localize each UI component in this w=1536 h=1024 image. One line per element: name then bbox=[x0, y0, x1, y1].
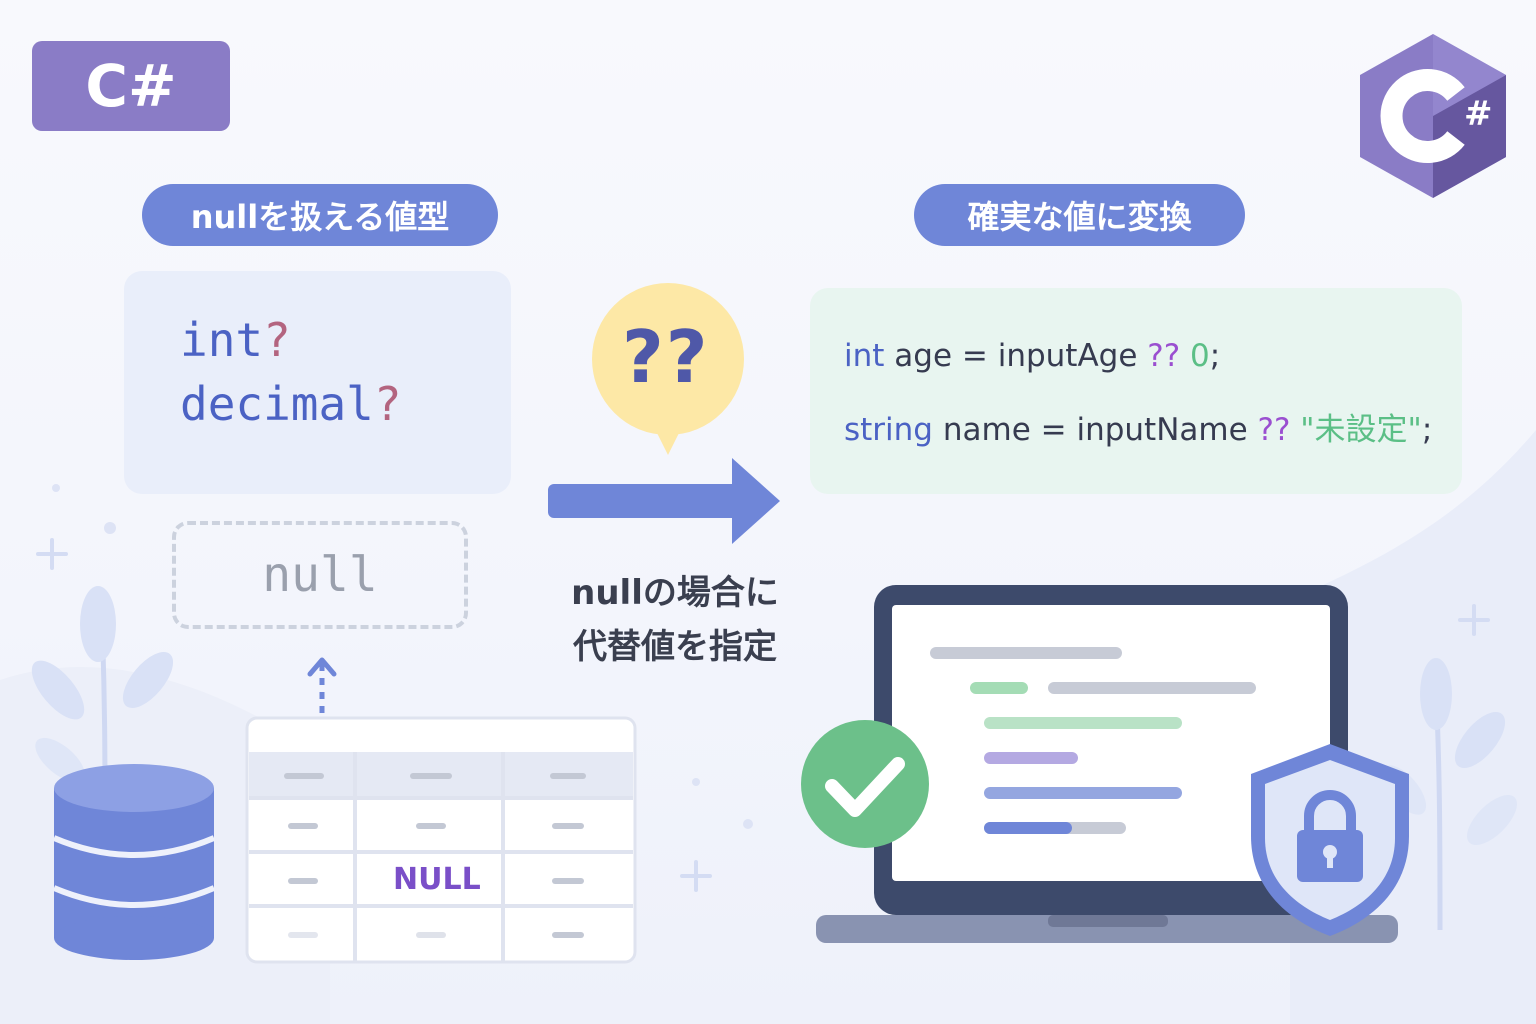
code-card: int age = inputAge ?? 0; string name = i… bbox=[810, 288, 1462, 494]
badge-label: C# bbox=[85, 52, 177, 120]
shield-lock-icon bbox=[1251, 744, 1409, 936]
arrow-right-icon bbox=[548, 458, 780, 544]
operator-caption: nullの場合に 代替値を指定 bbox=[571, 573, 779, 667]
nullable-types-card: int? decimal? bbox=[124, 271, 511, 494]
null-coalescing-operator: ?? bbox=[622, 315, 710, 399]
database-icon bbox=[52, 764, 216, 960]
laptop-icon bbox=[816, 585, 1398, 943]
arrow-up-icon bbox=[307, 657, 337, 718]
type-int: int? bbox=[180, 313, 291, 367]
check-icon bbox=[801, 720, 929, 848]
code-line-name: string name = inputName ?? "未設定"; bbox=[844, 412, 1433, 448]
csharp-badge: C# bbox=[32, 41, 230, 131]
convert-label: 確実な値に変換 bbox=[914, 184, 1245, 246]
nullable-types-label: nullを扱える値型 bbox=[142, 184, 498, 246]
operator-bubble bbox=[592, 283, 744, 455]
csharp-logo-icon: # bbox=[1358, 32, 1508, 200]
database-table bbox=[245, 716, 637, 964]
logo-hash: # bbox=[1464, 94, 1493, 134]
code-line-age: int age = inputAge ?? 0; bbox=[844, 338, 1221, 374]
null-cell: NULL bbox=[393, 862, 481, 897]
type-decimal: decimal? bbox=[180, 377, 402, 431]
null-value-box: null bbox=[172, 521, 468, 629]
